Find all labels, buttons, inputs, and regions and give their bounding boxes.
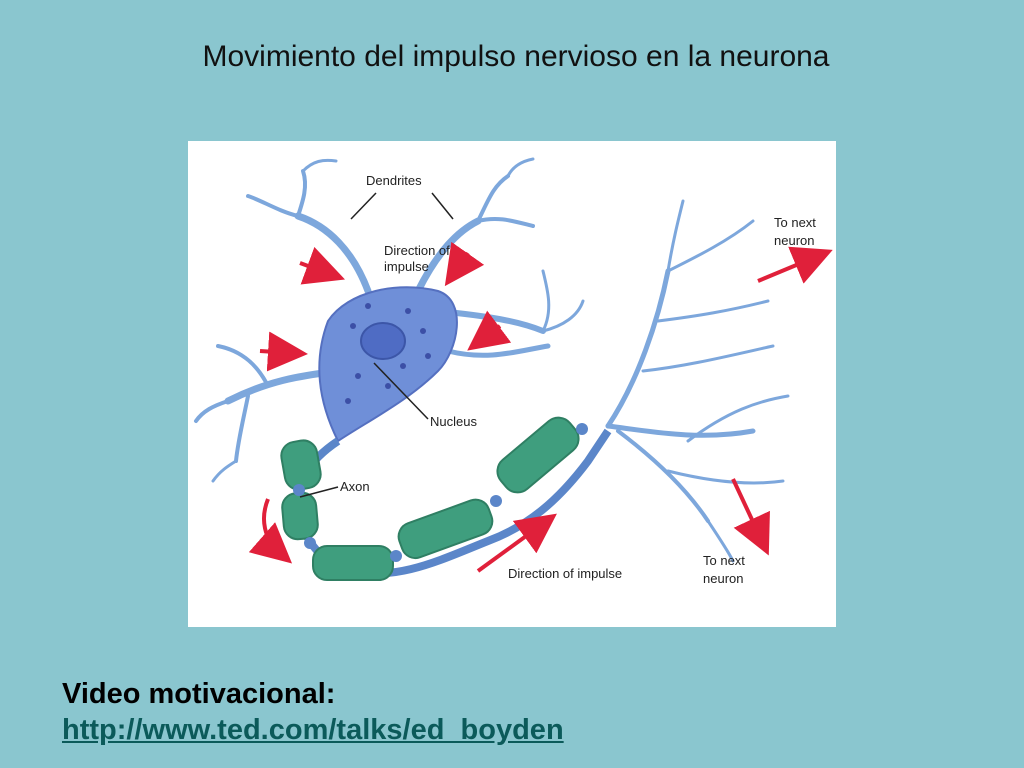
next-neuron-label-bottom-1: To next xyxy=(703,553,745,568)
nucleus xyxy=(360,322,406,360)
impulse-arrows xyxy=(248,241,833,573)
ted-talk-link[interactable]: http://www.ted.com/talks/ed_boyden xyxy=(62,714,564,746)
axon-label: Axon xyxy=(340,479,370,494)
direction-label-top-2: impulse xyxy=(384,259,429,274)
slide-title: Movimiento del impulso nervioso en la ne… xyxy=(202,40,830,73)
neuron-diagram: Dendrites Direction of impulse Nucleus A… xyxy=(188,141,836,627)
axon xyxy=(280,416,612,581)
axon-terminals xyxy=(605,199,790,563)
dendrites-label: Dendrites xyxy=(366,173,422,188)
leader-lines xyxy=(299,192,454,498)
cell-granules xyxy=(345,303,431,404)
footer: Video motivacional: http://www.ted.com/t… xyxy=(62,676,564,748)
video-label: Video motivacional: xyxy=(62,678,336,710)
direction-label-top-1: Direction of xyxy=(384,243,450,258)
nucleus-label: Nucleus xyxy=(430,414,477,429)
direction-label-bottom: Direction of impulse xyxy=(508,566,622,581)
next-neuron-label-bottom-2: neuron xyxy=(703,571,743,586)
next-neuron-label-top-1: To next xyxy=(774,215,816,230)
next-neuron-label-top-2: neuron xyxy=(774,233,814,248)
